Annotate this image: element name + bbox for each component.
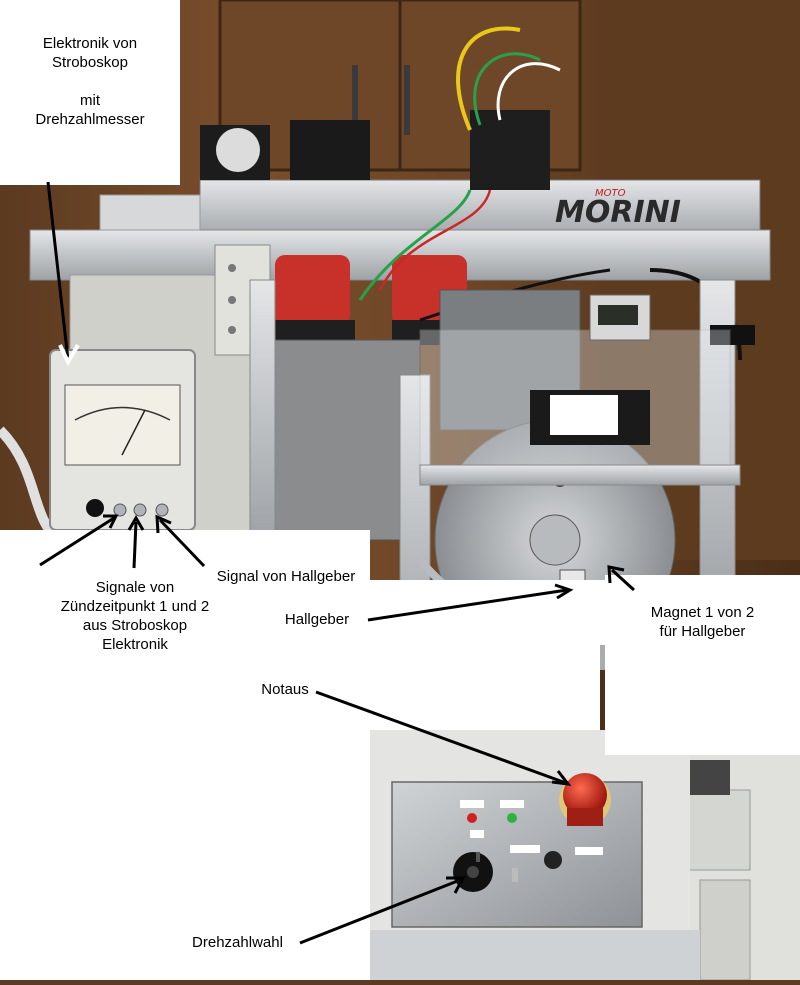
- transformer: [470, 110, 550, 190]
- engine-block: [259, 339, 421, 541]
- label-hallgeber-signal: Signal von Hallgeber: [216, 568, 356, 585]
- strobe-power-button: [86, 499, 104, 517]
- toggle-switch[interactable]: [512, 868, 518, 882]
- annotation-arrows: [39, 181, 636, 945]
- label-stroboskop: Elektronik von Stroboskop mit Drehzahlme…: [35, 35, 145, 128]
- cabinet-handle-left: [352, 65, 358, 135]
- red-indicator-lamp: [467, 813, 477, 823]
- magnet-label-box: [605, 575, 800, 755]
- morini-logo: MORINI: [555, 195, 681, 230]
- label-notaus: Notaus: [261, 681, 309, 698]
- moto-logo-small: MOTO: [595, 188, 626, 199]
- stroboskop-label-box: [0, 0, 180, 185]
- label-hallgeber: Hallgeber: [284, 611, 350, 628]
- socket-2: [133, 503, 147, 517]
- rpm-meter: [64, 384, 181, 466]
- socket-1: [113, 503, 127, 517]
- green-indicator-lamp: [507, 813, 517, 823]
- label-drehzahlwahl: Drehzahlwahl: [192, 934, 283, 951]
- lower-left-label-box: [0, 530, 370, 980]
- socket-hall: [155, 503, 169, 517]
- meter-needle: [121, 409, 146, 456]
- ignition-coil-right: [290, 120, 370, 180]
- spark-cap-left: [275, 255, 350, 325]
- push-button[interactable]: [544, 851, 562, 869]
- cabinet-handle-right: [404, 65, 410, 135]
- label-magnet: Magnet 1 von 2 für Hallgeber: [650, 604, 755, 640]
- emergency-stop-button[interactable]: [563, 773, 607, 817]
- label-signale: Signale von Zündzeitpunkt 1 und 2 aus St…: [60, 579, 210, 653]
